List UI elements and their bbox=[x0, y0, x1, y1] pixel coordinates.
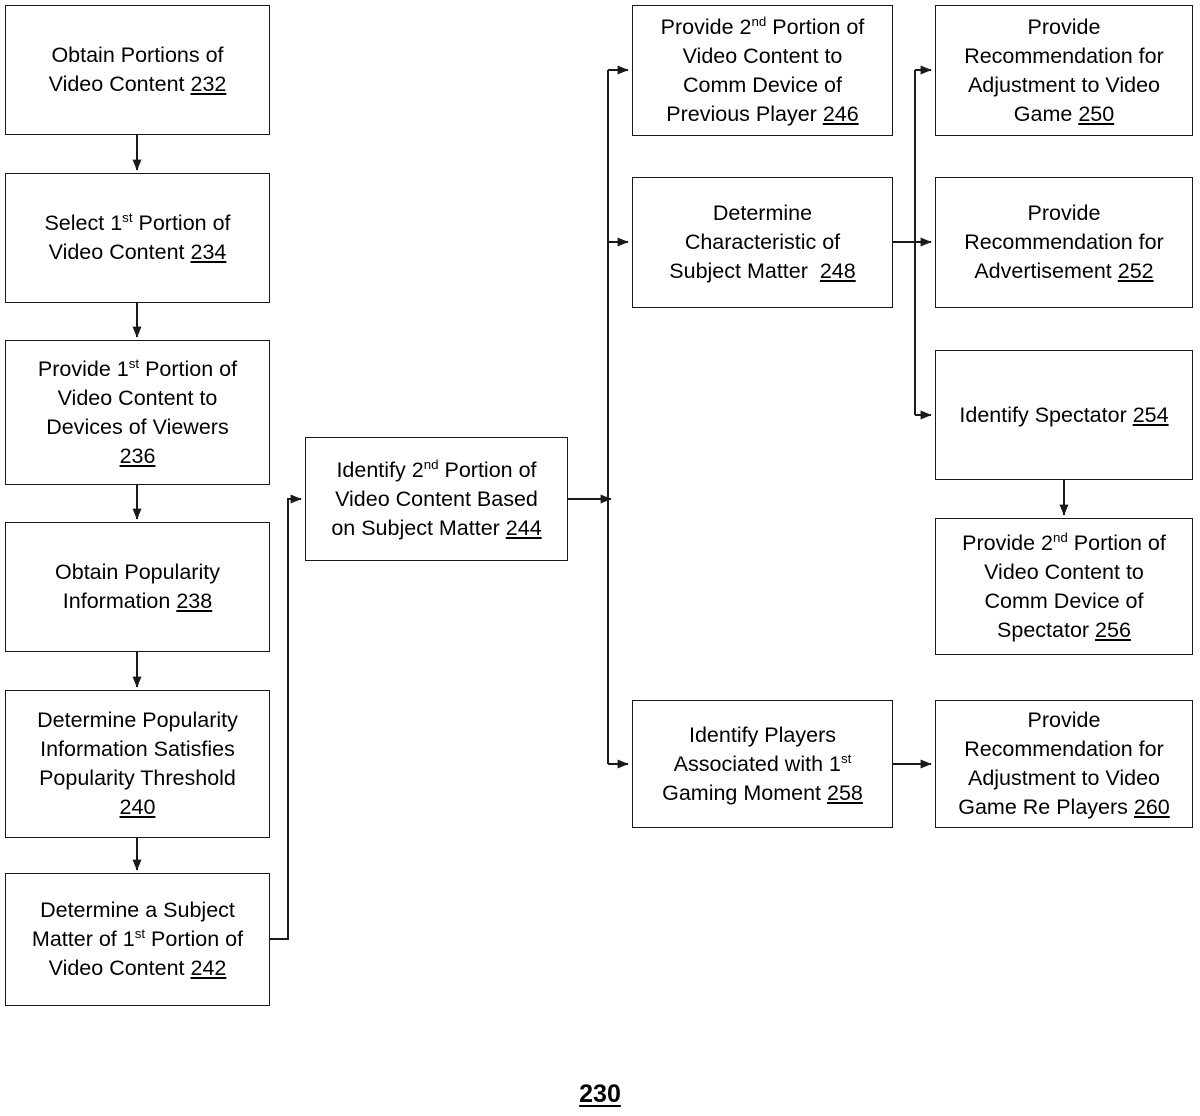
connector-242-244 bbox=[270, 494, 302, 940]
figure-reference-label: 230 bbox=[579, 1080, 621, 1108]
process-box-254[interactable]: Identify Spectator 254 bbox=[935, 350, 1193, 480]
box-254-label: Identify Spectator 254 bbox=[959, 402, 1169, 427]
